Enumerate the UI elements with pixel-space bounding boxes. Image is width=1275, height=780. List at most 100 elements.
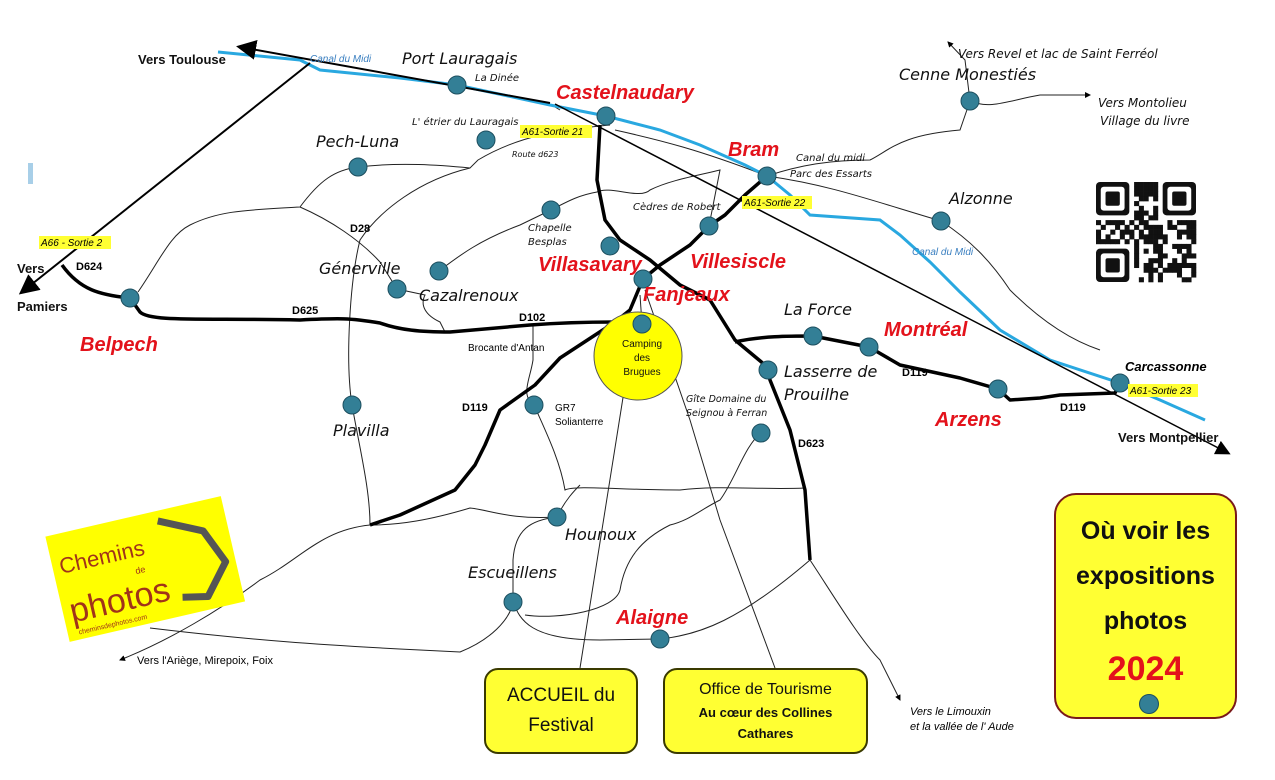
dot-belpech[interactable] xyxy=(120,288,140,308)
qr-module xyxy=(1157,248,1163,254)
place-cedres: Cèdres de Robert xyxy=(633,201,721,213)
dot-camping[interactable] xyxy=(632,314,652,334)
qr-module xyxy=(1186,248,1192,254)
place-prouilhe: Prouilhe xyxy=(784,385,849,404)
dot-alaigne[interactable] xyxy=(650,629,670,649)
office-tourisme-box[interactable]: Office de Tourisme Au cœur des Collines … xyxy=(663,668,868,754)
qr-module xyxy=(1157,234,1163,240)
road-d102: D102 xyxy=(519,312,545,324)
qr-module xyxy=(1191,239,1197,245)
place-chapelle: Chapelle xyxy=(528,223,572,234)
dot-cazalrenoux[interactable] xyxy=(429,261,449,281)
place-etrier: L' étrier du Lauragais xyxy=(412,116,519,128)
dot-cenne[interactable] xyxy=(960,91,980,111)
qr-module xyxy=(1186,220,1192,226)
exit-a61-22: A61-Sortie 22 xyxy=(743,198,806,209)
qr-code[interactable] xyxy=(1096,182,1197,283)
qr-module xyxy=(1181,243,1187,249)
dot-pech-luna[interactable] xyxy=(348,157,368,177)
qr-module xyxy=(1134,191,1140,197)
dot-bram[interactable] xyxy=(757,166,777,186)
qr-module xyxy=(1124,224,1130,230)
qr-module xyxy=(1096,234,1102,240)
qr-module xyxy=(1153,182,1159,188)
label-vers-limoux: Vers le Limouxin xyxy=(910,706,991,718)
place-route-d623: Route d623 xyxy=(512,150,558,159)
qr-module xyxy=(1153,210,1159,216)
place-generville: Génerville xyxy=(319,259,401,278)
place-hounoux: Hounoux xyxy=(565,525,637,544)
dot-la-force[interactable] xyxy=(803,326,823,346)
qr-module xyxy=(1143,196,1149,202)
camping-circle[interactable] xyxy=(593,311,683,401)
qr-module xyxy=(1105,239,1111,245)
town-castelnaudary: Castelnaudary xyxy=(556,82,695,104)
chemins-de-photos-logo: Chemins de photos cheminsdephotos.com xyxy=(45,496,246,642)
dot-etrier[interactable] xyxy=(476,130,496,150)
qr-module xyxy=(1096,229,1102,235)
dot-montreal[interactable] xyxy=(859,337,879,357)
qr-module xyxy=(1148,239,1154,245)
qr-module xyxy=(1176,220,1183,226)
qr-module xyxy=(1119,220,1125,226)
road-d28: D28 xyxy=(350,223,370,235)
qr-module xyxy=(1143,239,1149,245)
qr-module xyxy=(1143,220,1149,226)
qr-module xyxy=(1124,239,1130,245)
qr-module xyxy=(1134,239,1140,245)
dot-gite[interactable] xyxy=(751,423,771,443)
qr-module xyxy=(1148,234,1154,240)
qr-module xyxy=(1134,215,1140,221)
road-d119-arzens: D119 xyxy=(1060,402,1086,414)
place-cenne: Cenne Monestiés xyxy=(899,65,1036,84)
exit-a61-22-highlight xyxy=(742,196,812,209)
qr-module xyxy=(1176,243,1183,249)
canal-label-west: Canal du Midi xyxy=(310,54,372,65)
dot-escueillens[interactable] xyxy=(503,592,523,612)
qr-module xyxy=(1129,220,1135,226)
dot-villasavary[interactable] xyxy=(600,236,620,256)
place-parc-essarts: Parc des Essarts xyxy=(790,169,872,180)
dot-plavilla[interactable] xyxy=(342,395,362,415)
qr-module xyxy=(1181,220,1187,226)
town-belpech: Belpech xyxy=(80,334,158,356)
dot-alzonne[interactable] xyxy=(931,211,951,231)
accueil-festival-box[interactable]: ACCUEIL du Festival xyxy=(484,668,638,754)
road-d624: D624 xyxy=(76,261,103,273)
qr-module xyxy=(1100,224,1106,230)
qr-module xyxy=(1162,267,1168,273)
qr-module xyxy=(1134,258,1140,264)
qr-module xyxy=(1172,267,1178,273)
qr-module xyxy=(1148,229,1154,235)
qr-module xyxy=(1129,234,1135,240)
qr-module xyxy=(1138,191,1144,197)
qr-module xyxy=(1134,186,1140,192)
dot-gr7[interactable] xyxy=(524,395,544,415)
place-la-force: La Force xyxy=(784,300,852,319)
dot-hounoux[interactable] xyxy=(547,507,567,527)
label-vers-montpellier: Vers Montpellier xyxy=(1118,430,1218,445)
qr-module xyxy=(1191,234,1197,240)
town-arzens: Arzens xyxy=(934,409,1002,431)
qr-module xyxy=(1138,220,1144,226)
qr-module xyxy=(1191,262,1197,269)
qr-module xyxy=(1143,186,1149,192)
qr-module xyxy=(1143,210,1149,216)
dot-port-lauragais[interactable] xyxy=(447,75,467,95)
dot-castelnaudary[interactable] xyxy=(596,106,616,126)
place-alzonne: Alzonne xyxy=(948,189,1013,208)
dot-fanjeaux[interactable] xyxy=(633,269,653,289)
qr-module xyxy=(1157,243,1163,249)
qr-module xyxy=(1148,267,1154,273)
qr-module xyxy=(1143,248,1149,254)
qr-module xyxy=(1191,220,1197,226)
dot-carcassonne[interactable] xyxy=(1110,373,1130,393)
qr-module xyxy=(1129,229,1135,235)
dot-chapelle[interactable] xyxy=(541,200,561,220)
qr-module xyxy=(1153,196,1159,202)
dot-generville[interactable] xyxy=(387,279,407,299)
dot-cedres[interactable] xyxy=(699,216,719,236)
dot-lasserre[interactable] xyxy=(758,360,778,380)
dot-arzens[interactable] xyxy=(988,379,1008,399)
qr-module xyxy=(1181,258,1187,264)
